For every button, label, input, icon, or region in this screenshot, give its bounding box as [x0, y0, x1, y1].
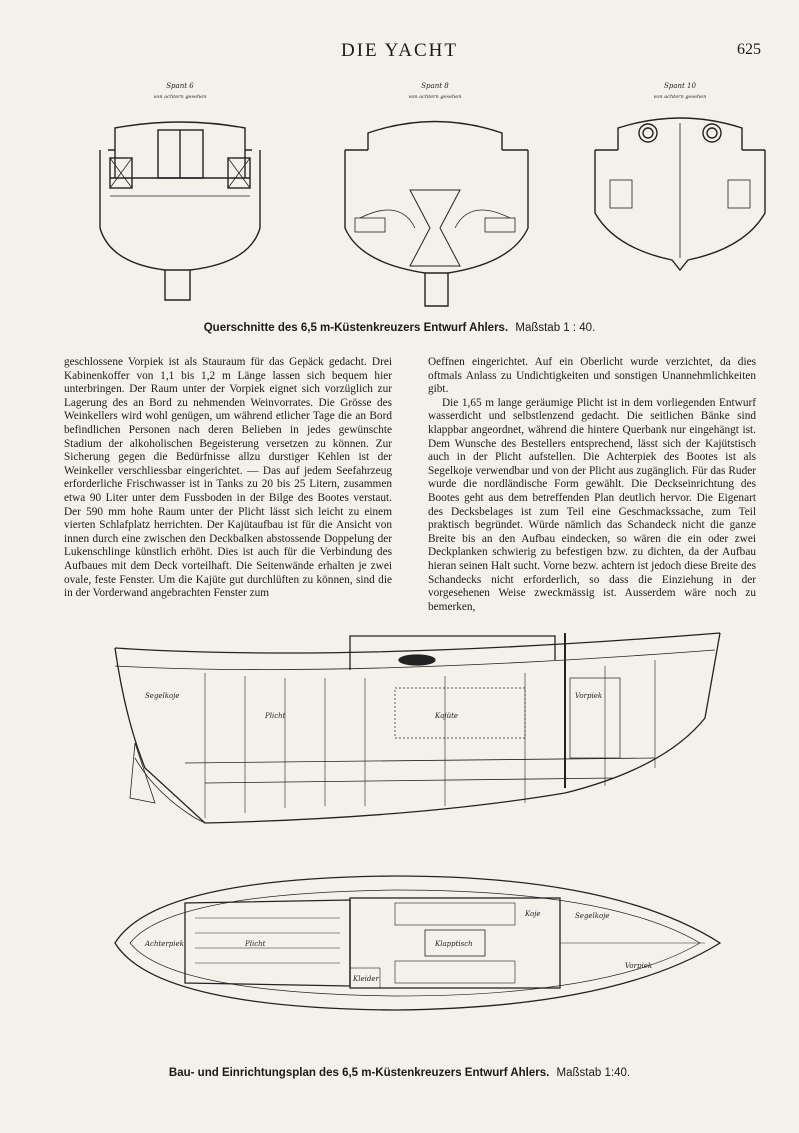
plan-label-segelkoje: Segelkoje — [575, 912, 610, 920]
construction-plan-figure: Segelkoje Plicht Kajüte Vorpiek — [95, 618, 735, 1058]
paragraph: Die 1,65 m lange geräumige Plicht ist in… — [428, 396, 756, 613]
section-10-drawing: Spant 10 von achtern gesehen — [594, 82, 766, 272]
paragraph: geschlossene Vorpiek ist als Stauraum fü… — [64, 356, 392, 600]
section-2-sub: von achtern gesehen — [409, 94, 462, 100]
paragraph: Oeffnen eingerichtet. Auf ein Oberlicht … — [428, 356, 756, 396]
cross-sections-figure: Spant 6 von achtern gesehen Spant 8 — [80, 78, 770, 318]
bottom-caption-scale: Maßstab 1:40. — [556, 1067, 631, 1079]
plan-view: Achterpiek Plicht Klapptisch Kleider Koj… — [114, 875, 722, 1011]
section-8-drawing: Spant 8 von achtern gesehen — [344, 82, 529, 307]
cross-sections-drawing: Spant 6 von achtern gesehen Spant 8 — [99, 82, 766, 307]
plan-label-plicht: Plicht — [244, 940, 266, 948]
plan-label-klapptisch: Klapptisch — [434, 940, 473, 948]
profile-label-kajuete: Kajüte — [434, 712, 458, 720]
section-2-title: Spant 8 — [421, 82, 449, 90]
profile-label-plicht: Plicht — [264, 712, 286, 720]
plan-label-kleider: Kleider — [352, 975, 379, 983]
plan-label-achterpiek: Achterpiek — [144, 940, 184, 948]
page-header: DIE YACHT 625 — [0, 40, 799, 64]
section-1-sub: von achtern gesehen — [154, 94, 207, 100]
profile-label-segelkoje: Segelkoje — [145, 692, 180, 700]
construction-plan-drawing: Segelkoje Plicht Kajüte Vorpiek — [114, 632, 722, 1011]
bottom-caption-text: Bau- und Einrichtungsplan des 6,5 m-Küst… — [168, 1067, 550, 1079]
article-right-column: Oeffnen eingerichtet. Auf ein Oberlicht … — [428, 356, 756, 614]
top-caption-text: Querschnitte des 6,5 m-Küstenkreuzers En… — [203, 322, 509, 334]
top-caption-scale: Maßstab 1 : 40. — [515, 322, 596, 334]
plan-label-vorpiek: Vorpiek — [625, 962, 652, 970]
top-figure-caption: Querschnitte des 6,5 m-Küstenkreuzers En… — [0, 322, 799, 334]
section-1-title: Spant 6 — [166, 82, 194, 90]
article-left-column: geschlossene Vorpiek ist als Stauraum fü… — [64, 356, 392, 601]
section-3-title: Spant 10 — [664, 82, 696, 90]
plan-label-koje: Koje — [524, 910, 541, 918]
running-title: DIE YACHT — [340, 40, 459, 61]
section-6-drawing: Spant 6 von achtern gesehen — [99, 82, 261, 301]
page-number: 625 — [737, 41, 761, 58]
section-3-sub: von achtern gesehen — [654, 94, 707, 100]
profile-view: Segelkoje Plicht Kajüte Vorpiek — [114, 632, 721, 824]
bottom-figure-caption: Bau- und Einrichtungsplan des 6,5 m-Küst… — [0, 1067, 799, 1079]
profile-label-vorpiek: Vorpiek — [575, 692, 602, 700]
